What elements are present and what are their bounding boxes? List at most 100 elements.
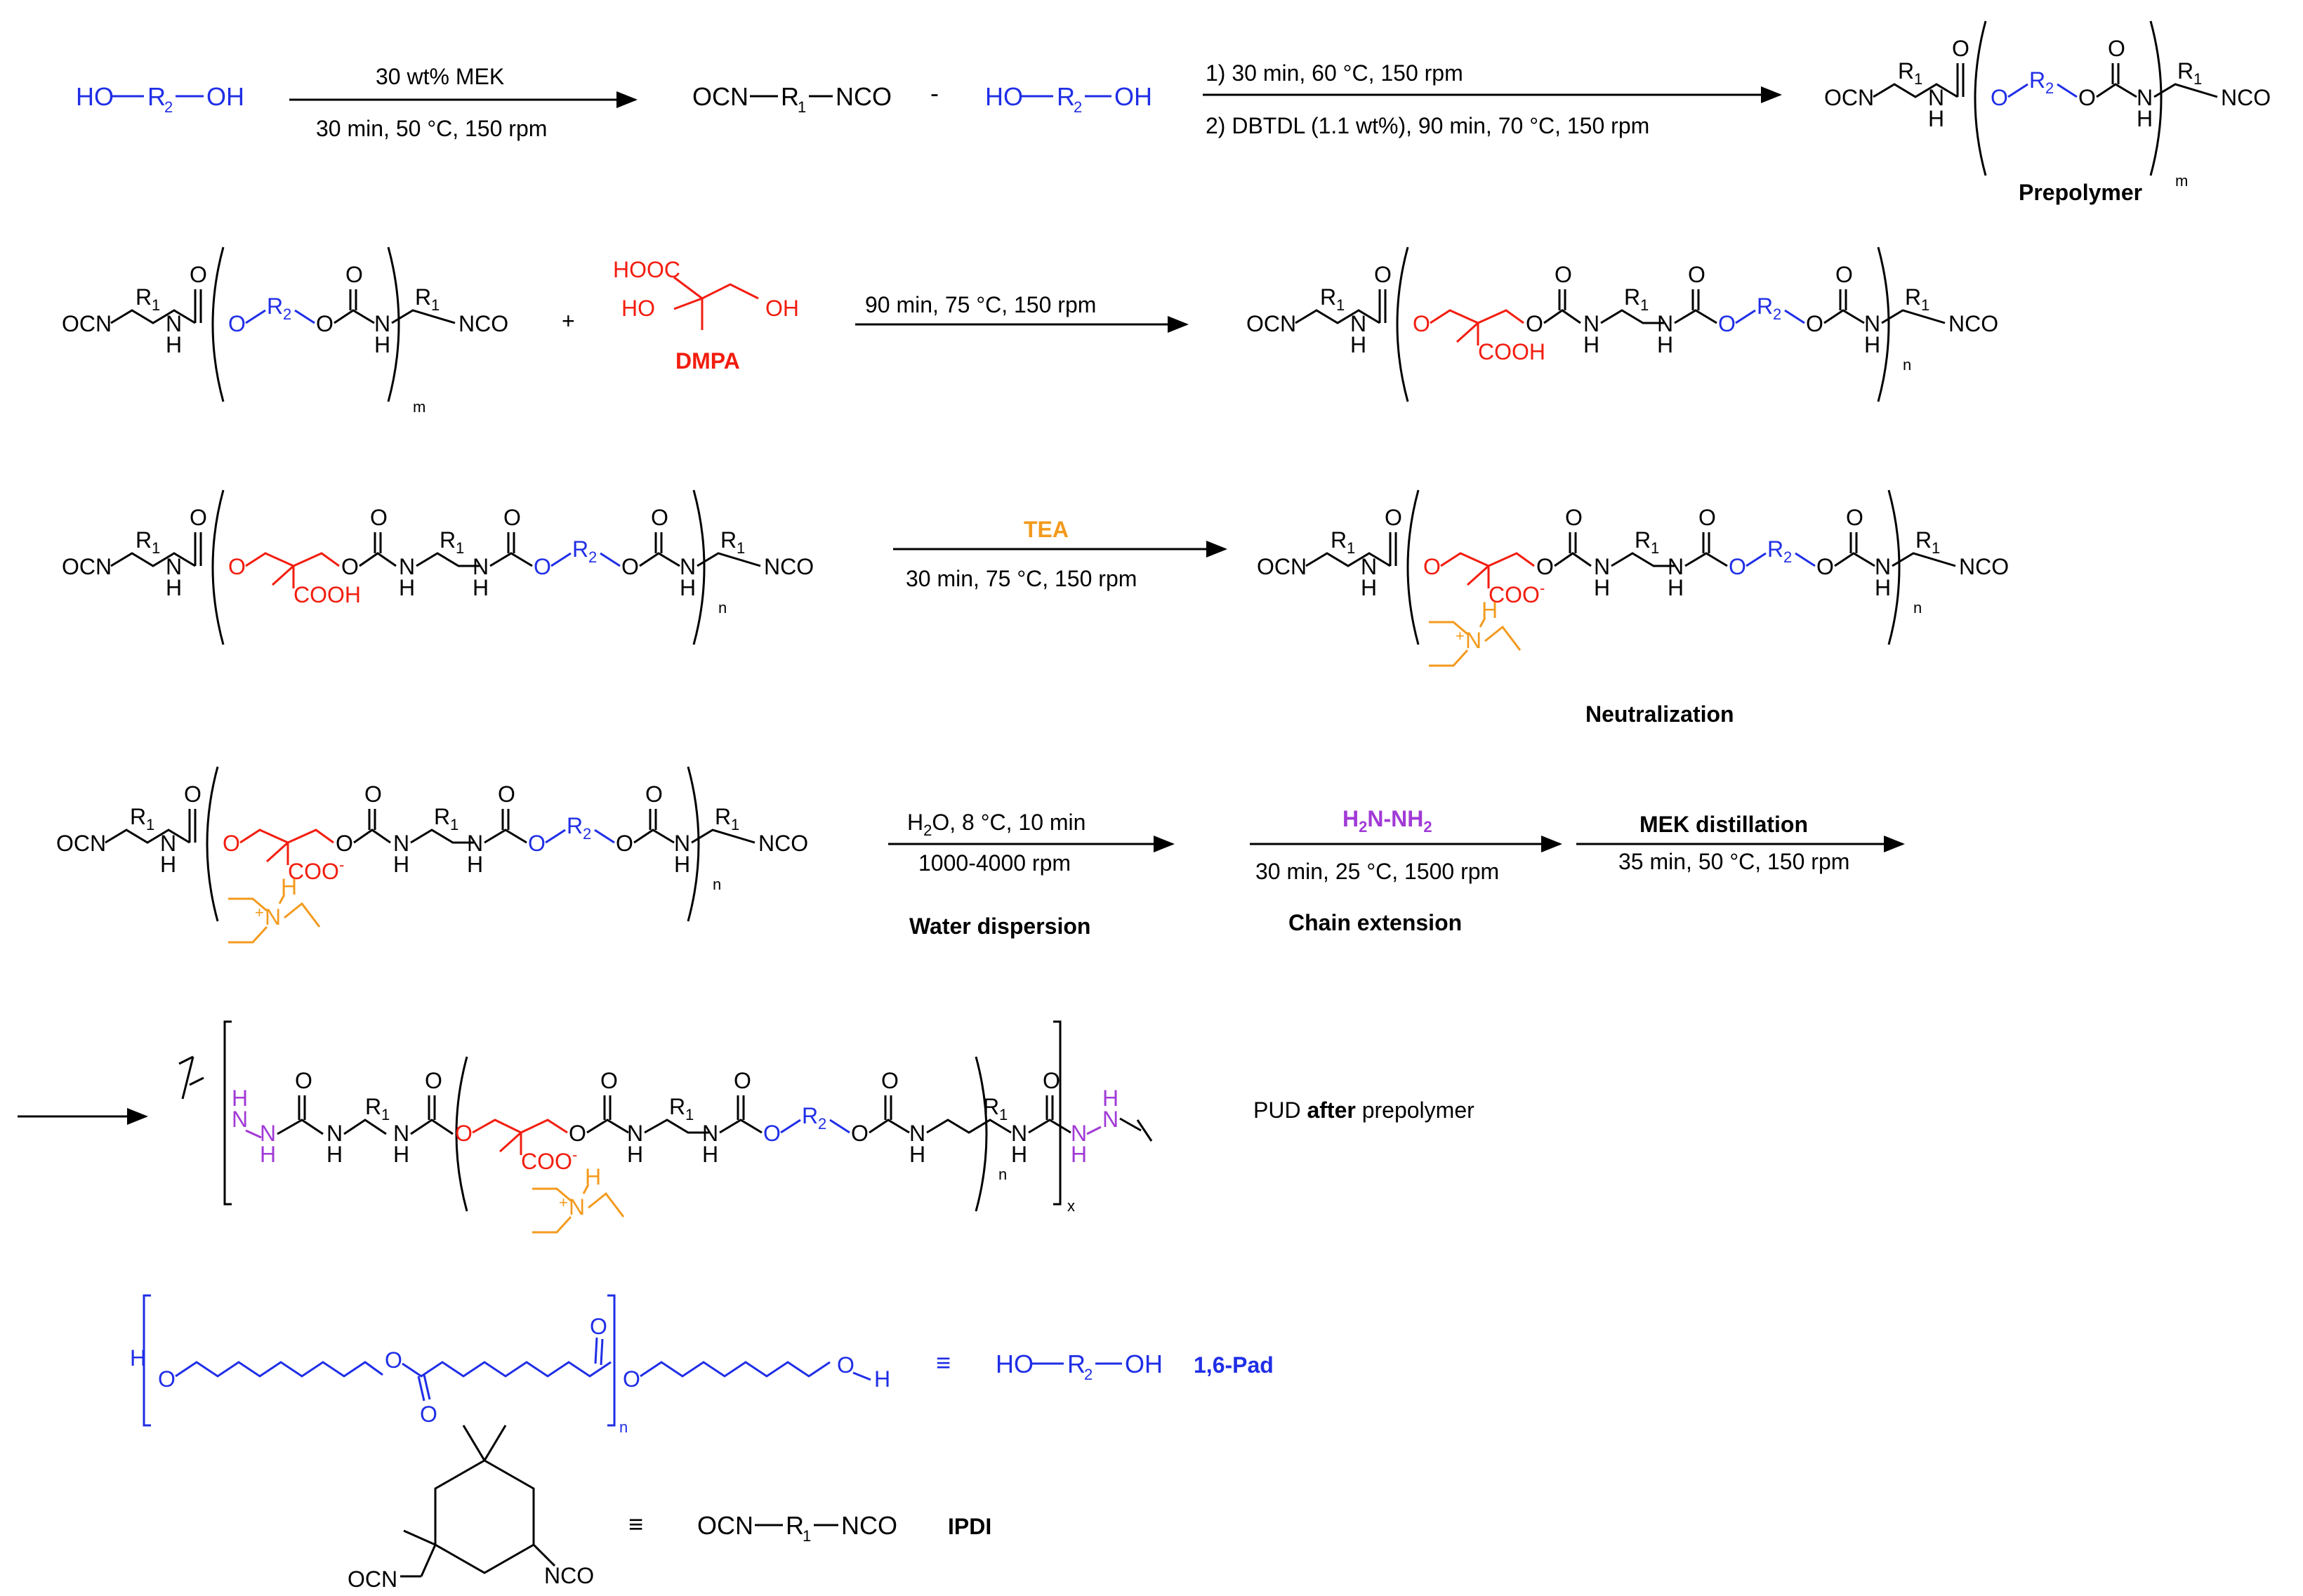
atom-label: H (1594, 575, 1610, 600)
ipdi-nco: NCO (836, 82, 892, 111)
atom-label: 1 (450, 816, 458, 833)
row-1-diol-monomer: HO R 2 OH (76, 82, 244, 116)
atom-label: 2 (1783, 548, 1792, 566)
atom-label: 1 (1921, 296, 1929, 314)
atom-label: O (1374, 262, 1392, 287)
atom-label: R (572, 536, 588, 562)
atom-label: 1 (1651, 539, 1659, 557)
atom-label: n (998, 1166, 1007, 1183)
step-7-conditions: 35 min, 50 °C, 150 rpm (1618, 849, 1849, 874)
triethylammonium-cation: N + H (228, 874, 321, 944)
atom-label: O (228, 554, 246, 579)
atom-label: O (158, 1366, 176, 1392)
atom-label: O (651, 505, 668, 530)
atom-label: H (2137, 106, 2153, 131)
atom-label: O (645, 781, 663, 807)
atom-label: NCO (764, 554, 814, 579)
atom-label: H (467, 852, 483, 877)
atom-label: H (1583, 332, 1599, 357)
atom-label: N (569, 1194, 585, 1220)
atom-label: R (802, 1103, 818, 1128)
atom-label: N (1875, 554, 1891, 579)
atom-label: N (260, 1121, 276, 1146)
atom-label: N (1071, 1121, 1087, 1146)
label-water-dispersion: Water dispersion (909, 914, 1090, 939)
label-ipdi: IPDI (948, 1514, 991, 1539)
atom-label: N (1928, 85, 1944, 110)
atom-label: O (1991, 85, 2008, 110)
atom-label: R (1635, 527, 1651, 553)
atom-label: H (393, 1142, 409, 1167)
equiv-sign-pad: ≡ (936, 1348, 951, 1377)
atom-label: N (1657, 311, 1673, 336)
atom-label: 1 (146, 816, 154, 833)
atom-label: 1 (431, 296, 440, 314)
atom-label: N (160, 831, 176, 856)
atom-label: H (1482, 598, 1498, 623)
ipdi-r: R (781, 82, 799, 111)
step-3-conditions: 90 min, 75 °C, 150 rpm (865, 292, 1096, 317)
atom-label: OCN (62, 554, 112, 579)
diol-ho: HO (76, 82, 114, 111)
prepolymer-structure-row-2: OCN R 1 N H O O R 2 O O N H m R 1 NCO (62, 246, 508, 416)
atom-label: 1 (456, 539, 464, 557)
diol-r-sub: 2 (164, 98, 173, 116)
atom-label: O (1413, 311, 1430, 336)
step-1-reagent: 30 wt% MEK (376, 64, 504, 89)
prepolymer-structure: OCN R 1 N H O O R 2 O O N H m R 1 NCO (1824, 20, 2271, 190)
atom-label: O (1835, 262, 1853, 287)
atom-label: - (339, 856, 344, 873)
atom-label: N (1668, 554, 1684, 579)
atom-label: O (734, 1068, 751, 1093)
atom-label: O (295, 1068, 312, 1093)
atom-label: N (166, 311, 182, 336)
atom-label: O (1816, 554, 1834, 579)
atom-label: 2 (283, 305, 291, 323)
atom-label: O (370, 505, 388, 530)
atom-label: O (1565, 505, 1583, 530)
atom-label: OH (765, 296, 799, 321)
step-5-line-1: H2O, 8 °C, 10 min (907, 810, 1085, 839)
atom-label: n (1903, 356, 1911, 374)
atom-label: H (232, 1086, 248, 1111)
atom-label: H (374, 332, 390, 357)
atom-label: H (1875, 575, 1891, 600)
atom-label: O (623, 1366, 640, 1392)
atom-label: O (345, 262, 363, 287)
atom-label: H (130, 1345, 146, 1371)
atom-label: COOH (1478, 339, 1545, 364)
diol2-oh: OH (1114, 82, 1152, 111)
atom-label: N (467, 831, 483, 856)
step-5-arrow: H2O, 8 °C, 10 min 1000-4000 rpm Water di… (888, 810, 1175, 939)
atom-label: O (1043, 1068, 1060, 1093)
atom-label: O (1952, 36, 1969, 61)
diol2-r: R (1057, 82, 1075, 111)
step-6-conditions: 30 min, 25 °C, 1500 rpm (1255, 859, 1499, 884)
atom-label: x (1067, 1197, 1075, 1215)
atom-label: R (2029, 67, 2045, 93)
atom-label: H (473, 575, 489, 600)
step-2-line-1: 1) 30 min, 60 °C, 150 rpm (1206, 60, 1463, 86)
atom-label: 1 (1932, 539, 1940, 557)
atom-label: O (1718, 311, 1736, 336)
atom-label: O (1806, 311, 1823, 336)
atom-label: O (364, 781, 382, 807)
atom-label: H (874, 1366, 890, 1392)
atom-label: O (1555, 262, 1572, 287)
atom-label: H (909, 1142, 925, 1167)
atom-label: O (341, 554, 359, 579)
reagent-hydrazine: H2N-NH2 (1342, 806, 1432, 836)
atom-label: N (393, 1121, 409, 1146)
label-neutralization: Neutralization (1585, 701, 1734, 727)
atom-label: n (619, 1418, 628, 1436)
atom-label: O (420, 1402, 437, 1427)
atom-label: O (336, 831, 353, 856)
atom-label: R (1331, 527, 1347, 553)
atom-label: O (455, 1121, 473, 1146)
step-2-arrow: 1) 30 min, 60 °C, 150 rpm 2) DBTDL (1.1 … (1203, 60, 1782, 138)
diol-r: R (147, 82, 166, 111)
dmpa-structure: HOOC HO OH DMPA (613, 257, 799, 374)
triethylammonium-cation: N + H (532, 1164, 625, 1234)
atom-label: R (1624, 284, 1640, 310)
atom-label: 1 (1914, 70, 1922, 88)
